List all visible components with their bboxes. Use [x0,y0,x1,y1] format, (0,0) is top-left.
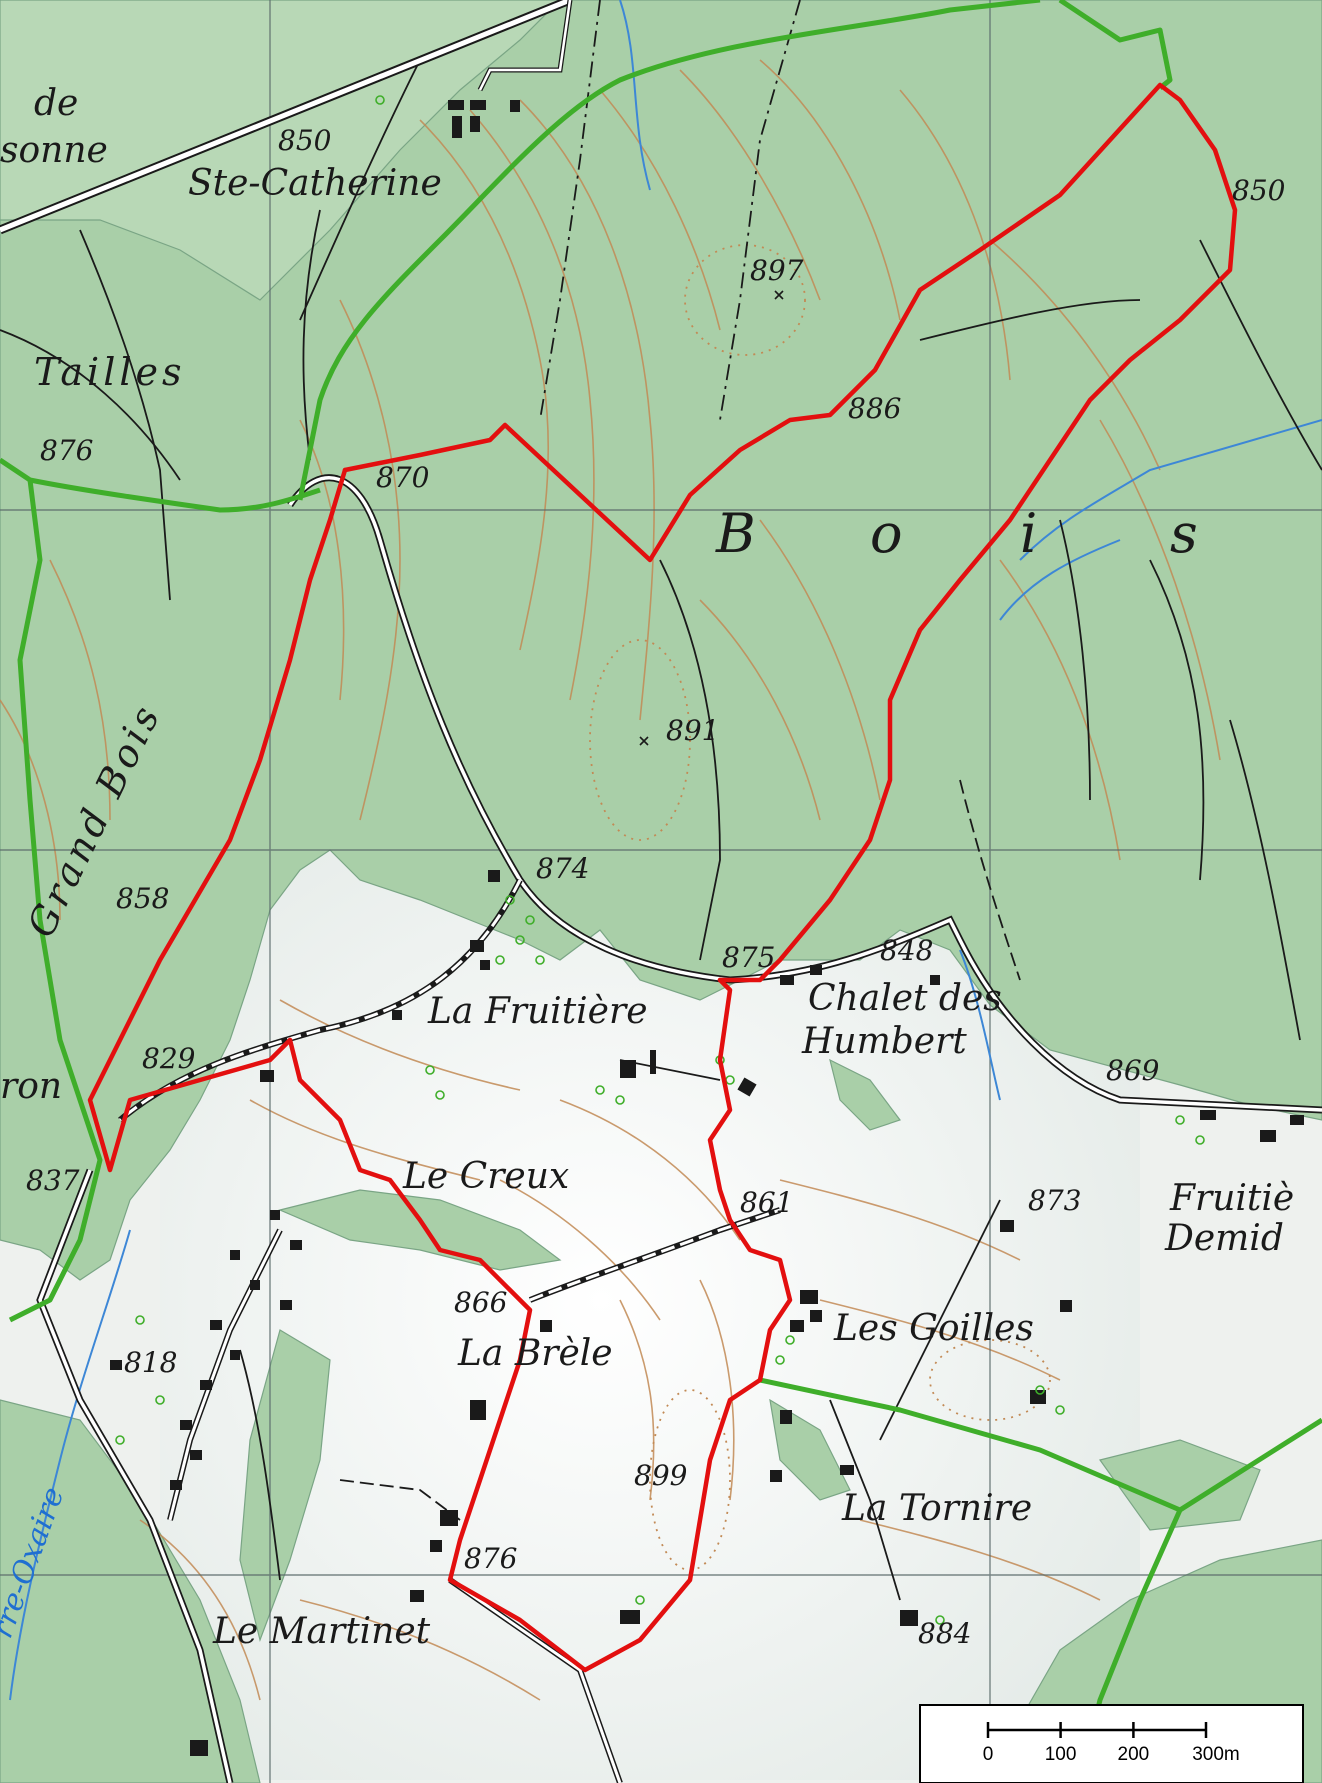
label-ste-catherine: Ste-Catherine [188,163,442,204]
boundary-northeast [1058,0,1173,90]
scale-bar-box [919,1704,1304,1783]
label-les-goilles: Les Goilles [833,1308,1034,1349]
boundary-south [759,1377,1322,1513]
altitude-label: 875 [722,941,775,974]
label-bois-i: i [1020,502,1037,565]
spot-heights: 850 850 897 886 876 870 891 874 858 875 … [26,124,1285,1650]
scale-label: 200 [1118,1744,1150,1765]
forest-north-strip [0,0,561,301]
label-demid: Demid [1164,1218,1284,1259]
scale-label: 300m [1192,1744,1240,1765]
buildings [110,100,1304,1756]
scale-label: 0 [983,1744,994,1765]
label-le-creux: Le Creux [402,1156,569,1197]
boundary-west-down [8,479,103,1323]
forest-patch-creux [278,1189,562,1271]
scale-bar: 0 100 200 300m [919,1704,1304,1783]
route-creux [287,977,793,1673]
altitude-label: 870 [376,461,429,494]
scale-label: 100 [1045,1744,1077,1765]
boundary-west [0,457,321,513]
label-humbert: Humbert [801,1021,967,1062]
forest-patch-brele [239,1329,331,1643]
altitude-label: 837 [26,1164,80,1197]
altitude-label: 876 [464,1542,517,1575]
label-la-fruitiere: La Fruitière [427,991,648,1032]
tracks [0,0,1322,1601]
altitude-label: 818 [124,1346,177,1379]
label-chalet-des: Chalet des [808,978,1002,1019]
label-de-partial: de [34,83,78,124]
road-fruitiere [119,879,522,1122]
altitude-label: 848 [880,934,933,967]
altitude-label: 884 [918,1617,971,1650]
altitude-label: 874 [536,852,589,885]
route-west-loop [342,82,1238,983]
altitude-label: 873 [1028,1184,1081,1217]
altitude-label: 897 [750,254,804,287]
road-martinet [449,1578,622,1783]
road-west [38,1169,232,1783]
label-la-tornire: La Tornire [841,1488,1032,1529]
label-le-martinet: Le Martinet [212,1611,431,1652]
altitude-label: 850 [1232,174,1285,207]
label-bois-o: o [870,502,903,565]
altitude-label: 886 [848,392,901,425]
altitude-label: 829 [142,1042,195,1075]
label-bois-s: s [1170,502,1198,565]
contour-lines [0,59,1221,1701]
altitude-label: 858 [116,882,169,915]
label-sonne-partial: sonne [0,130,108,171]
forest-patch-east [1098,1439,1261,1531]
road-ste-catherine [478,0,572,91]
altitude-label: 866 [454,1286,507,1319]
forest-patch-goilles [829,1058,901,1131]
altitude-label: 891 [666,714,719,747]
road-870-874 [288,476,1322,1112]
streams [9,0,1322,1701]
main-road [0,0,571,233]
label-la-brele: La Brèle [457,1333,613,1374]
scale-bar-ticks: 0 100 200 300m [983,1722,1240,1765]
label-fruitie: Fruitiè [1169,1178,1294,1219]
altitude-label: 899 [634,1459,687,1492]
forest-south-west [0,1399,261,1783]
road-brele [529,1208,781,1302]
place-labels: Ste-Catherine La Fruitière Chalet des Hu… [0,83,1294,1652]
boundary-north [297,0,1041,501]
hiking-route [87,82,1238,1673]
altitude-label: 861 [740,1186,793,1219]
label-tailles: Tailles [34,350,186,394]
altitude-label: 850 [278,124,331,157]
label-ron-partial: ron [0,1066,62,1107]
forest-main [0,0,1322,1281]
altitude-label: 869 [1106,1054,1159,1087]
forest-patch-tornire [769,1398,851,1501]
label-bois-b: B [715,502,756,565]
altitude-label: 876 [40,434,93,467]
route-west-descent [87,467,348,1173]
